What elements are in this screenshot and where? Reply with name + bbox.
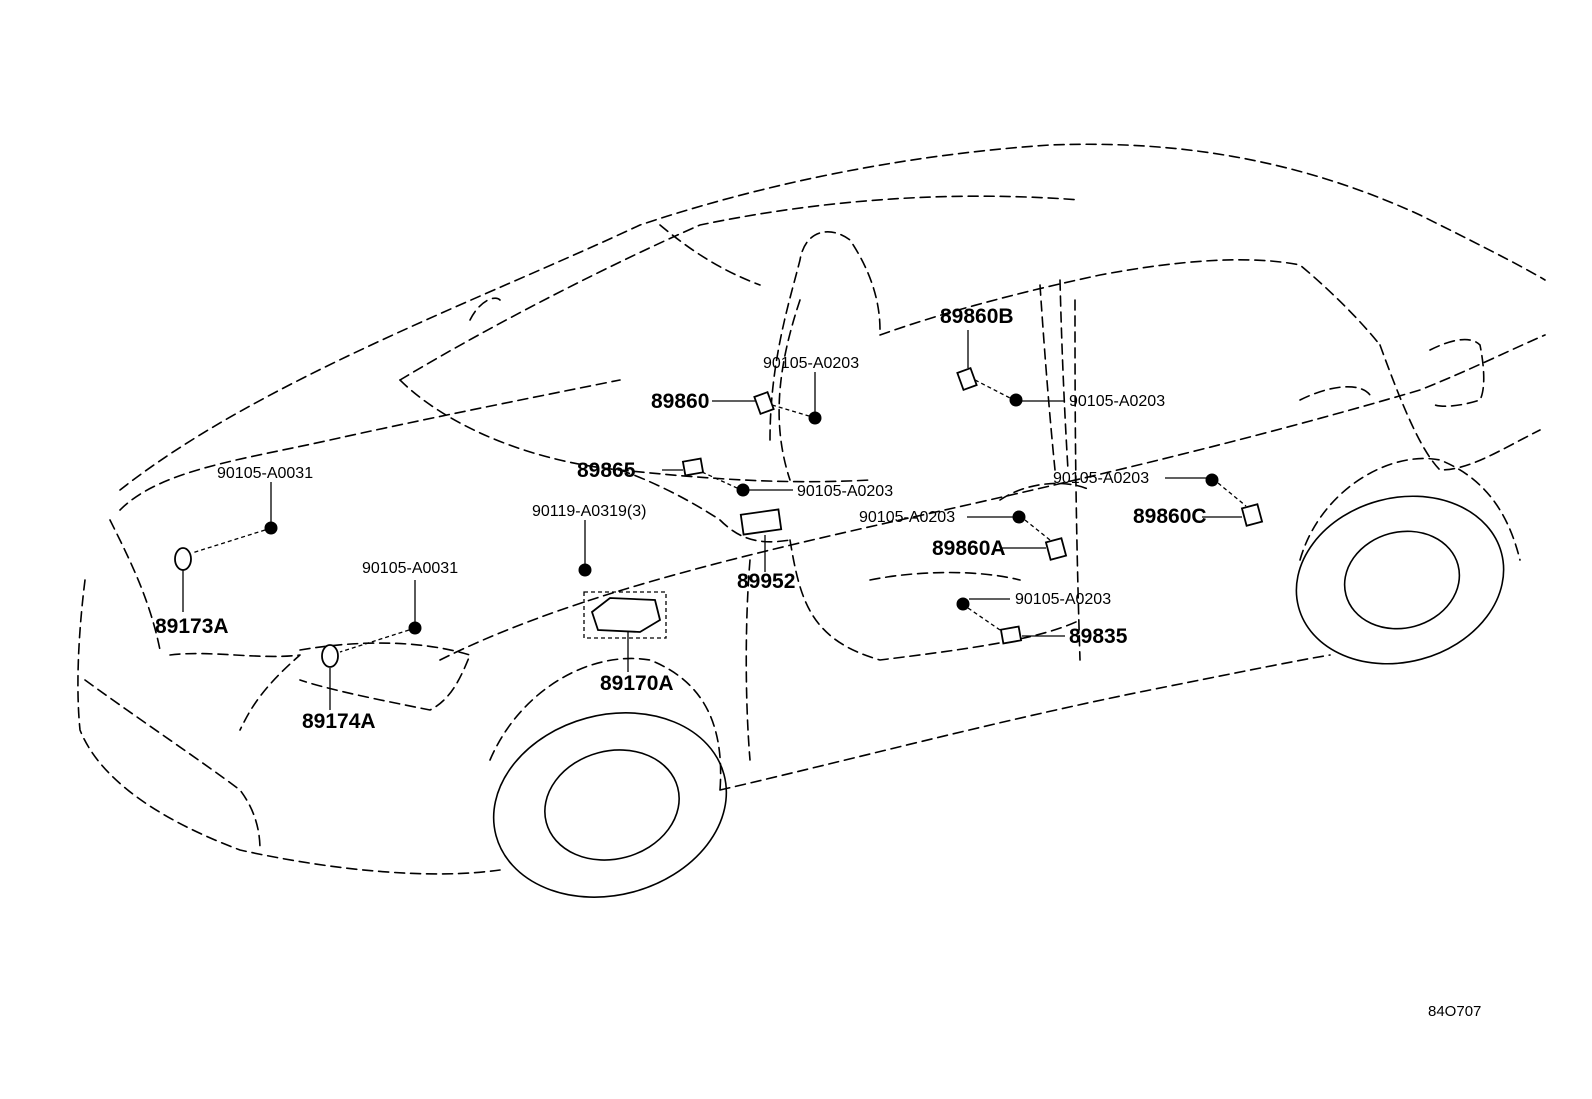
airbag-ecu-89170A-icon	[590, 597, 662, 633]
module-89952-icon	[739, 508, 783, 536]
part-label-90105-a0203: 90105-A0203	[1015, 591, 1111, 608]
part-label-89173A: 89173A	[155, 615, 229, 638]
sensor-89860-icon	[753, 390, 775, 416]
part-labels: 89860B 90105-A0203 89860 90105-A0203 898…	[155, 305, 1207, 733]
diagram-reference-code: 84O707	[1428, 1003, 1481, 1020]
bolt-icon	[956, 597, 970, 611]
bolt-icon	[736, 483, 750, 497]
part-label-90105-a0203: 90105-A0203	[1053, 470, 1149, 487]
part-label-89174A: 89174A	[302, 710, 376, 733]
bolt-icon	[1205, 473, 1219, 487]
part-label-89835: 89835	[1069, 625, 1128, 648]
bolt-icon	[408, 621, 422, 635]
part-label-90105-a0031: 90105-A0031	[362, 560, 458, 577]
sensor-89860A-icon	[1044, 537, 1068, 561]
part-label-89170A: 89170A	[600, 672, 674, 695]
part-label-90105-a0203: 90105-A0203	[763, 355, 859, 372]
part-label-89860C: 89860C	[1133, 505, 1207, 528]
part-label-90105-a0031: 90105-A0031	[217, 465, 313, 482]
part-label-90119-a0319: 90119-A0319(3)	[532, 503, 646, 520]
sensor-89860C-icon	[1240, 503, 1264, 527]
sensor-parts	[174, 366, 1264, 668]
bolt-icon	[264, 521, 278, 535]
part-label-89865: 89865	[577, 459, 636, 482]
bolt-icon	[1009, 393, 1023, 407]
car-body-outline	[77, 143, 1546, 875]
bolt-icon	[578, 563, 592, 577]
part-label-89860: 89860	[651, 390, 709, 413]
bolt-icon	[1012, 510, 1026, 524]
part-label-89952: 89952	[737, 570, 795, 593]
sensor-89835-icon	[999, 625, 1023, 645]
part-label-89860B: 89860B	[940, 305, 1014, 328]
sensor-89860B-icon	[956, 366, 978, 392]
part-label-90105-a0203: 90105-A0203	[797, 483, 893, 500]
rear-wheel	[1295, 495, 1505, 665]
bolt-icon	[808, 411, 822, 425]
sensor-89173A-icon	[174, 547, 192, 571]
part-label-89860A: 89860A	[932, 537, 1006, 560]
sensor-89174A-icon	[321, 644, 339, 668]
part-label-90105-a0203: 90105-A0203	[1069, 393, 1165, 410]
part-label-90105-a0203: 90105-A0203	[859, 509, 955, 526]
sensor-89865-icon	[681, 457, 705, 477]
front-wheel	[492, 712, 728, 898]
leader-lines	[182, 330, 1247, 710]
